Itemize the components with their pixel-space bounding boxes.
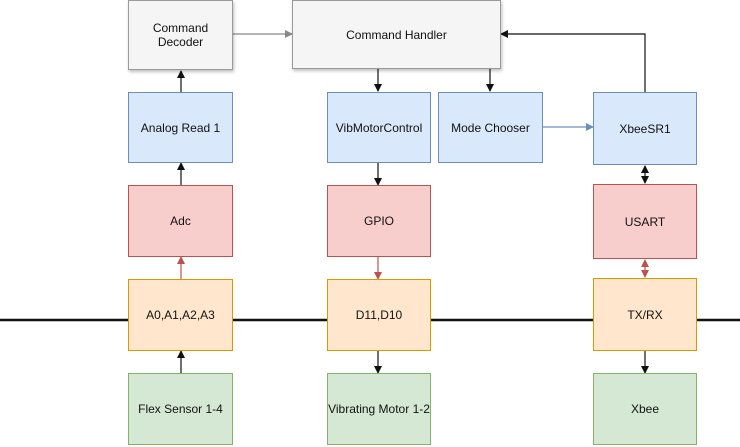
xbee-node[interactable]: Xbee xyxy=(593,373,697,445)
adc-node[interactable]: Adc xyxy=(128,185,233,257)
flex-sensor-node[interactable]: Flex Sensor 1-4 xyxy=(128,373,233,445)
usart-node[interactable]: USART xyxy=(593,184,697,259)
gpio-node[interactable]: GPIO xyxy=(327,185,431,257)
edge-xbee-to-handler xyxy=(500,30,646,92)
vibrating-motor-node[interactable]: Vibrating Motor 1-2 xyxy=(327,373,431,445)
mode-chooser-node[interactable]: Mode Chooser xyxy=(438,92,543,163)
command-decoder-node[interactable]: Command Decoder xyxy=(128,0,233,70)
analog-read-1-node[interactable]: Analog Read 1 xyxy=(128,92,233,163)
tx-rx-node[interactable]: TX/RX xyxy=(593,278,697,351)
command-handler-node[interactable]: Command Handler xyxy=(292,0,501,69)
vib-motor-control-node[interactable]: VibMotorControl xyxy=(327,92,431,163)
digital-pins-node[interactable]: D11,D10 xyxy=(327,279,431,351)
xbee-sr1-node[interactable]: XbeeSR1 xyxy=(593,92,697,165)
analog-pins-node[interactable]: A0,A1,A2,A3 xyxy=(128,279,233,351)
